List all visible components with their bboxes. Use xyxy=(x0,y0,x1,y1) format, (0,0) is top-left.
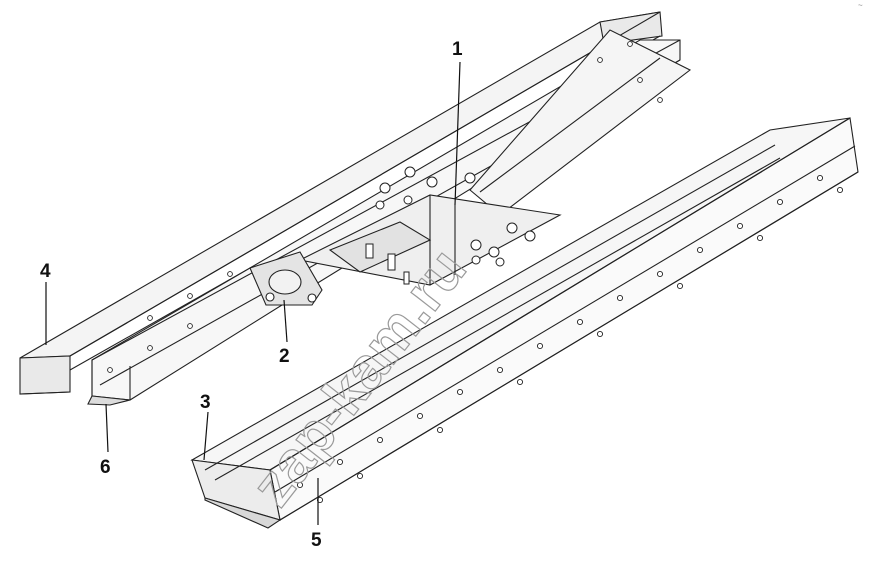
spring-bracket xyxy=(249,251,323,306)
right-main-rail xyxy=(190,117,859,529)
left-side-member xyxy=(19,11,663,395)
callout-1: 1 xyxy=(452,39,463,60)
bolt-cluster-upper xyxy=(375,166,476,210)
rail-holes xyxy=(107,41,844,504)
bolt-cluster-lower xyxy=(470,222,536,267)
callout-2: 2 xyxy=(279,346,290,367)
callout-4: 4 xyxy=(40,261,51,282)
callout-5: 5 xyxy=(311,530,322,551)
studs xyxy=(365,243,410,285)
corner-mark: ~ xyxy=(858,1,863,10)
callout-3: 3 xyxy=(200,392,211,413)
leader-lines xyxy=(45,61,461,525)
callout-6: 6 xyxy=(100,457,111,478)
center-cross-member xyxy=(298,194,562,286)
